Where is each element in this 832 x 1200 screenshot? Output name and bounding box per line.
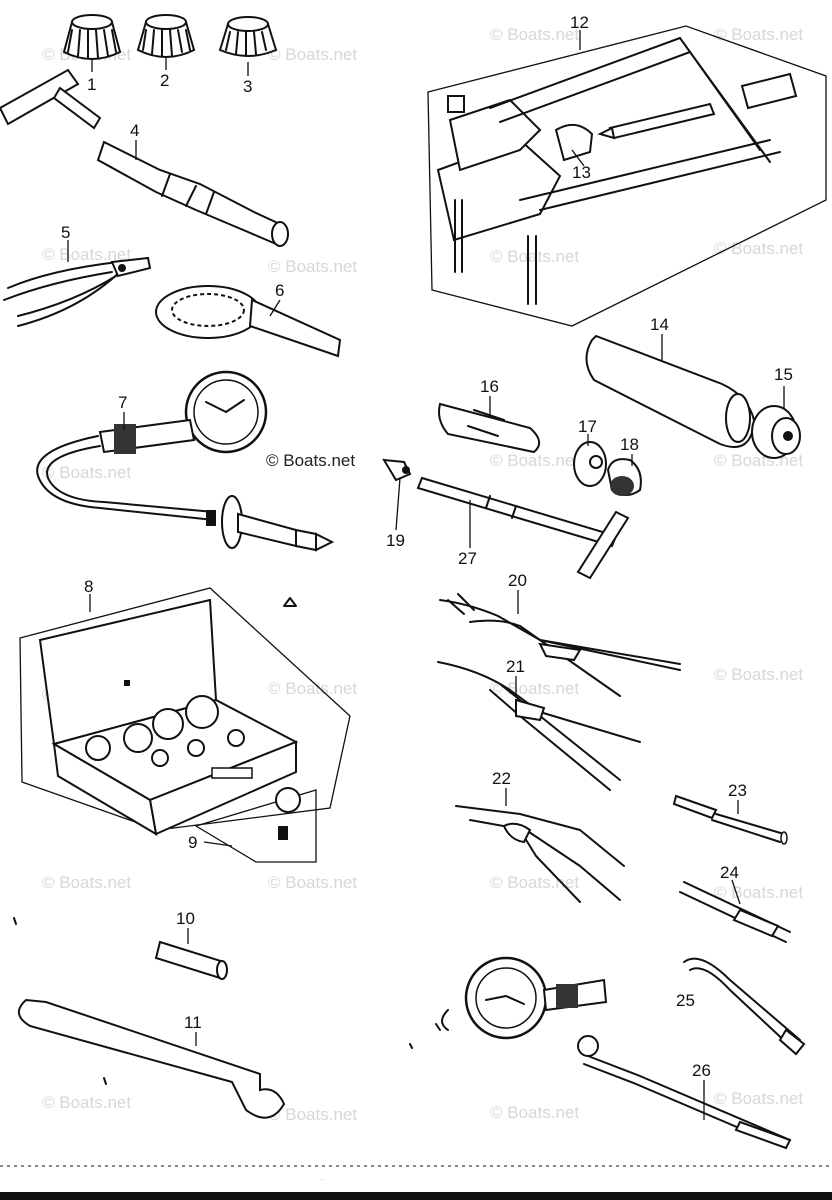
gauge-attachment-9[interactable] (194, 787, 317, 863)
sleeve-10[interactable] (154, 940, 228, 980)
callout-7: 7 (118, 393, 127, 412)
t-bar-27[interactable] (416, 476, 630, 580)
cylinder-14[interactable] (585, 334, 756, 448)
nut-18[interactable] (606, 458, 642, 496)
spacer-17[interactable] (573, 441, 607, 487)
callout-4: 4 (130, 121, 139, 140)
callout-25: 25 (676, 991, 695, 1010)
cap-15[interactable] (751, 405, 801, 459)
callout-14: 14 (650, 315, 669, 334)
callout-11: 11 (184, 1013, 202, 1032)
compression-gauge-7[interactable] (36, 370, 335, 552)
callout-19: 19 (386, 531, 405, 550)
watermark: © Boats.net (268, 1105, 357, 1124)
callout-24: 24 (720, 863, 739, 882)
callout-23: 23 (728, 781, 747, 800)
watermark: © Boats.net (268, 679, 357, 698)
press-frame-12[interactable] (427, 25, 827, 327)
watermark: © Boats.net (714, 239, 803, 258)
scan-marks (0, 597, 832, 1200)
bearing-installer-1[interactable] (62, 14, 122, 72)
watermark: © Boats.net (714, 883, 803, 902)
watermark: © Boats.net (714, 25, 803, 44)
t-handle-wrench-4[interactable] (0, 68, 289, 247)
callout-12: 12 (570, 13, 589, 32)
callout-13: 13 (572, 163, 591, 182)
spanner-wrench-6[interactable] (155, 285, 342, 358)
drift-24[interactable] (679, 881, 791, 943)
callout-27: 27 (458, 549, 477, 568)
bearing-installer-3[interactable] (218, 16, 278, 57)
watermark: © Boats.net (268, 873, 357, 892)
callout-8: 8 (84, 577, 93, 596)
pressure-gauge-25[interactable] (441, 956, 806, 1056)
tool-kit-case-8[interactable] (19, 587, 351, 836)
watermark: © Boats.net (490, 25, 579, 44)
watermark: © Boats.net (42, 873, 131, 892)
watermark: © Boats.net (490, 247, 579, 266)
callout-15: 15 (774, 365, 793, 384)
hook-wrench-11[interactable] (18, 998, 286, 1119)
callout-2: 2 (160, 71, 169, 90)
watermark: © Boats.net (714, 665, 803, 684)
watermark: © Boats.net (490, 1103, 579, 1122)
watermark: © Boats.net (714, 1089, 803, 1108)
leader-lines (67, 30, 785, 1120)
watermark: © Boats.net (268, 45, 357, 64)
callout-1: 1 (87, 75, 96, 94)
drift-23[interactable] (672, 794, 788, 845)
bearing-installer-2[interactable] (136, 14, 196, 58)
callout-labels: 1 2 3 4 5 6 7 8 9 10 11 12 13 14 15 16 1… (61, 13, 793, 1080)
callout-5: 5 (61, 223, 70, 242)
hose-adapter-26[interactable] (577, 1035, 792, 1150)
callout-10: 10 (176, 909, 195, 928)
watermark: © Boats.net (266, 451, 355, 470)
pliers-5[interactable] (3, 256, 152, 327)
adapter-13[interactable] (554, 123, 594, 162)
valve-spring-compressor-22[interactable] (455, 805, 625, 903)
snap-ring-pliers-21[interactable] (437, 661, 641, 791)
callout-22: 22 (492, 769, 511, 788)
callout-18: 18 (620, 435, 639, 454)
callout-16: 16 (480, 377, 499, 396)
callout-20: 20 (508, 571, 527, 590)
watermark: © Boats.net (490, 679, 579, 698)
tip-19[interactable] (382, 458, 412, 482)
callout-17: 17 (578, 417, 597, 436)
watermark: © Boats.net (42, 463, 131, 482)
callout-9: 9 (188, 833, 197, 852)
snap-ring-pliers-20[interactable] (439, 593, 681, 697)
callout-26: 26 (692, 1061, 711, 1080)
watermark: © Boats.net (490, 451, 579, 470)
watermark: © Boats.net (268, 257, 357, 276)
watermark: © Boats.net (42, 1093, 131, 1112)
watermark: © Boats.net (490, 873, 579, 892)
piston-pin-tool-16[interactable] (438, 402, 541, 454)
watermark: © Boats.net (42, 245, 131, 264)
callout-21: 21 (506, 657, 525, 676)
callout-3: 3 (243, 77, 252, 96)
callout-6: 6 (275, 281, 284, 300)
footer-fine-print: … (320, 1176, 324, 1181)
